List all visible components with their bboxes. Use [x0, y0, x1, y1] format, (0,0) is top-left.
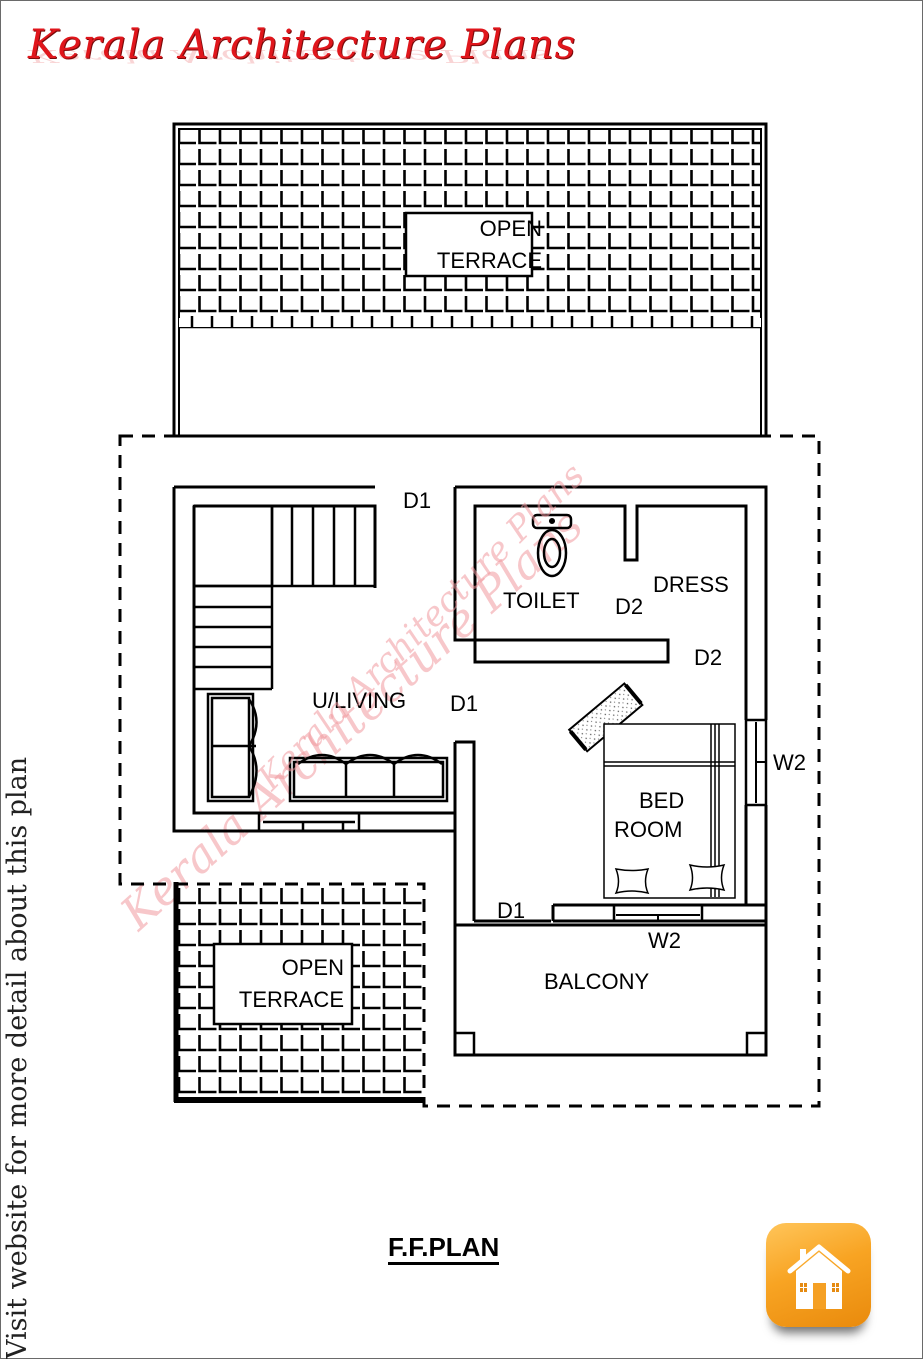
label-open-terrace-bottom-2: TERRACE [239, 987, 344, 1012]
open-terrace-bottom: OPEN TERRACE [173, 882, 424, 1103]
label-d2-toilet: D2 [615, 594, 643, 619]
label-d1-top: D1 [403, 488, 431, 513]
sofa-set [206, 692, 449, 833]
home-button[interactable] [766, 1223, 871, 1327]
label-balcony: BALCONY [544, 969, 649, 994]
label-dress: DRESS [653, 572, 729, 597]
side-note: Visit website for more detail about this… [2, 756, 33, 1359]
brand-logo: Kerala Architecture Plans Kerala Archite… [28, 22, 576, 102]
label-w2-east: W2 [773, 750, 806, 775]
label-open-terrace-top-1: OPEN [480, 216, 542, 241]
toilet-fixture [531, 513, 573, 578]
label-open-terrace-bottom-1: OPEN [282, 955, 344, 980]
brand-title: Kerala Architecture Plans [28, 22, 577, 68]
bed [567, 682, 768, 923]
open-terrace-top: OPEN TERRACE [172, 122, 768, 438]
label-toilet: TOILET [503, 588, 580, 613]
label-d1-bedroom: D1 [497, 898, 525, 923]
label-d1-living: D1 [450, 691, 478, 716]
label-room: ROOM [614, 817, 682, 842]
balcony [453, 923, 768, 1057]
home-icon [787, 1244, 851, 1309]
label-open-terrace-top-2: TERRACE [437, 248, 542, 273]
walls [172, 485, 768, 1055]
staircase [192, 504, 375, 691]
label-w2-south: W2 [648, 928, 681, 953]
plan-title: F.F.PLAN [388, 1233, 500, 1265]
roof-outline [118, 434, 821, 1108]
label-bed: BED [639, 788, 684, 813]
label-upper-living: U/LIVING [312, 688, 406, 713]
label-d2-dress: D2 [694, 645, 722, 670]
